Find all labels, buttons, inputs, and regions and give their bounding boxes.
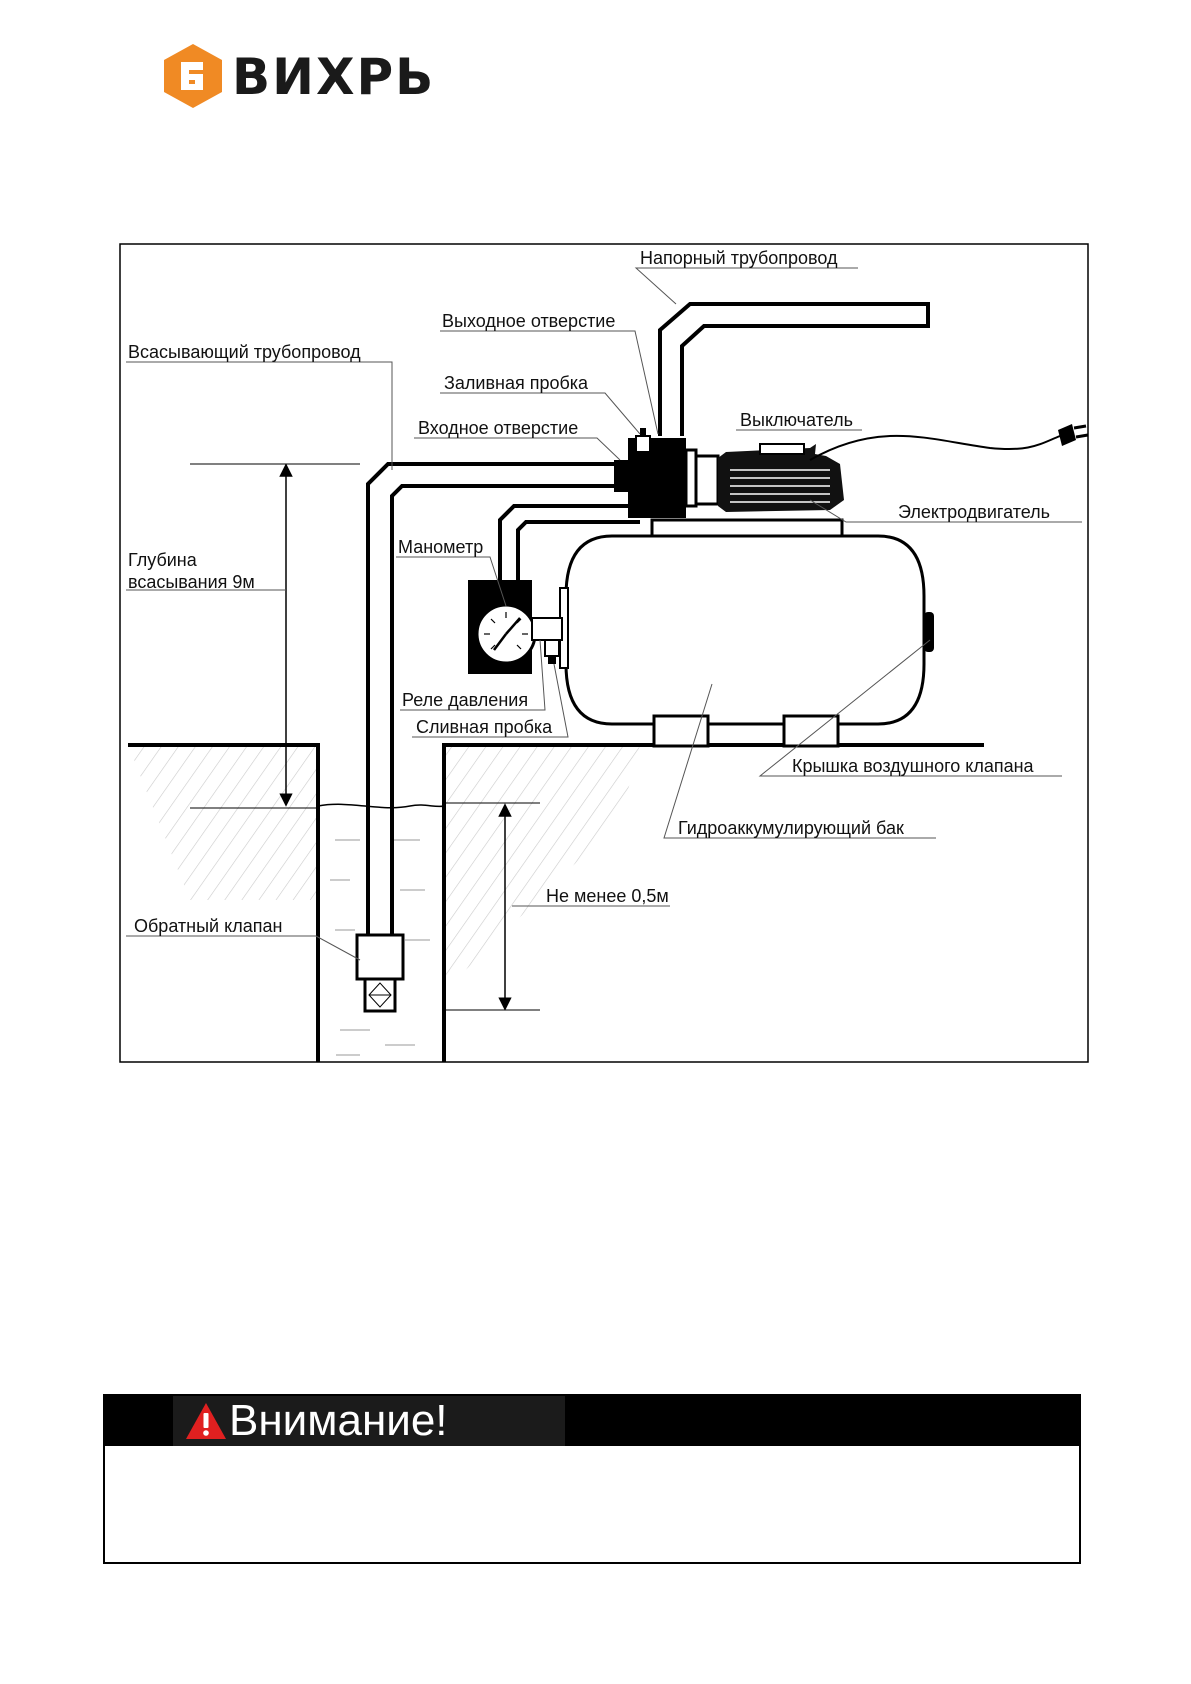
power-plug-icon: [1058, 424, 1089, 446]
diagram-labels: Напорный трубопровод Выходное отверстие …: [128, 248, 1050, 936]
label-check-valve: Обратный клапан: [134, 916, 282, 936]
switch: [759, 443, 805, 455]
warning-box: Внимание!: [103, 1394, 1081, 1564]
label-outlet: Выходное отверстие: [442, 311, 615, 331]
pressure-tank: [559, 534, 934, 748]
drain-plug: [544, 639, 560, 657]
pump-body: [614, 428, 720, 518]
power-cable: [809, 434, 1061, 461]
label-manometer: Манометр: [398, 537, 483, 557]
label-pressure-relay: Реле давления: [402, 690, 528, 710]
label-switch: Выключатель: [740, 410, 853, 430]
suction-pipe: [366, 462, 620, 936]
warning-body: [105, 1446, 1079, 1562]
manometer-assembly: [468, 504, 640, 674]
label-inlet: Входное отверстие: [418, 418, 578, 438]
label-pressure-pipe: Напорный трубопровод: [640, 248, 838, 268]
label-motor: Электродвигатель: [898, 502, 1050, 522]
soil-hatching: [128, 745, 640, 990]
diagram-frame: [119, 243, 1089, 1063]
warning-title: Внимание!: [229, 1396, 448, 1445]
label-filler-plug: Заливная пробка: [444, 373, 589, 393]
suction-depth-dimension: [190, 463, 360, 807]
logo-wordmark: ВИХРЬ: [232, 48, 430, 106]
filler-plug: [635, 435, 651, 453]
label-air-valve-cap: Крышка воздушного клапана: [792, 756, 1035, 776]
label-suction-pipe: Всасывающий трубопровод: [128, 342, 361, 362]
pressure-pipe: [658, 302, 930, 436]
label-min-depth: Не менее 0,5м: [546, 886, 669, 906]
leader-lines: [126, 267, 1082, 961]
warning-header: Внимание!: [105, 1396, 1079, 1446]
warning-title-bar: Внимание!: [173, 1396, 565, 1446]
warning-triangle-icon: [186, 1403, 226, 1439]
electric-motor: [718, 424, 1089, 512]
label-drain-plug: Сливная пробка: [416, 717, 553, 737]
vikhr-logo: ВИХРЬ: [164, 44, 430, 108]
check-valve: [355, 933, 405, 1013]
label-tank: Гидроаккумулирующий бак: [678, 818, 904, 838]
